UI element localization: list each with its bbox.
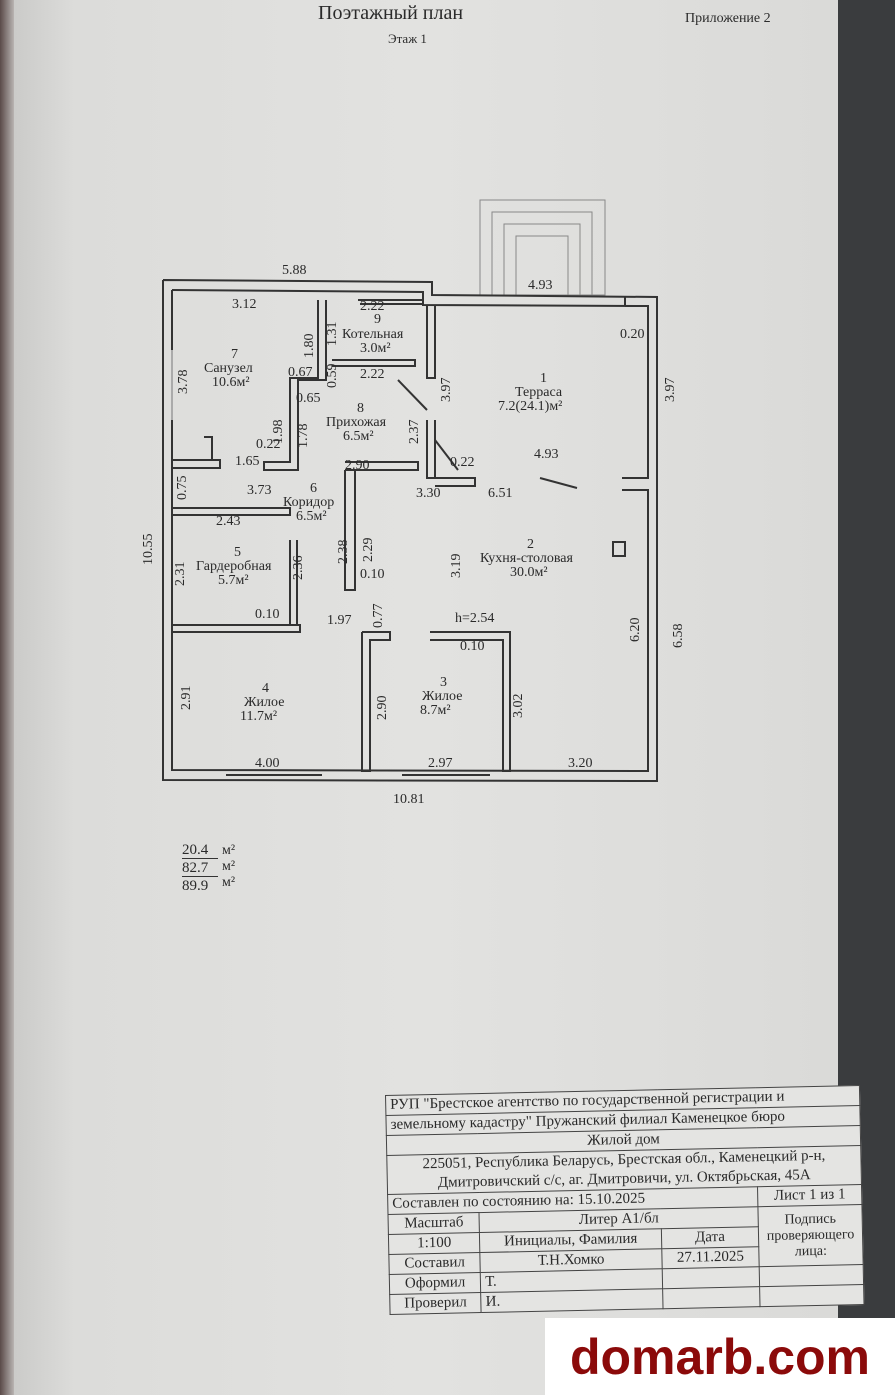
dimension: 0.59: [325, 363, 340, 389]
dimension: 3.12: [232, 297, 257, 312]
title-block: РУП "Брестское агентство по государствен…: [385, 1085, 865, 1315]
dimension: 0.65: [296, 391, 321, 406]
dimension: 2.38: [336, 539, 351, 565]
area-living: 20.4: [182, 843, 218, 859]
sheet-number: Лист 1 из 1: [757, 1184, 862, 1207]
area-summary: 20.4 82.7 89.9: [182, 843, 218, 896]
dimension: 0.20: [620, 327, 645, 342]
dimension: 0.22: [450, 455, 475, 470]
dimension: 3.20: [568, 756, 593, 771]
dimension: 3.19: [449, 553, 464, 579]
dimension: 0.10: [255, 607, 280, 622]
appendix-label: Приложение 2: [685, 11, 771, 26]
composed-label: Составил: [388, 1252, 481, 1275]
scale-label: Масштаб: [388, 1212, 480, 1235]
room-area: 10.6м²: [212, 375, 250, 390]
dimension: 0.67: [288, 365, 313, 380]
dimension: 2.31: [173, 561, 188, 587]
room-area: 3.0м²: [360, 341, 391, 356]
room-name: Санузел: [204, 361, 253, 376]
room-name: Гардеробная: [196, 559, 272, 574]
unit: м²: [222, 843, 236, 858]
dimension: 2.29: [361, 537, 376, 563]
room-number: 5: [234, 545, 241, 560]
drawn-label: Оформил: [389, 1272, 481, 1295]
dimension: 6.51: [488, 486, 513, 501]
dimension: 2.97: [428, 756, 453, 771]
room-number: 8: [357, 401, 364, 416]
dimension: 4.00: [255, 756, 280, 771]
room-area: 11.7м²: [240, 709, 278, 724]
watermark-logo: domarb.com: [545, 1318, 895, 1395]
ceiling-height: h=2.54: [455, 611, 495, 626]
room-name: Котельная: [342, 327, 404, 342]
dimension: 6.20: [628, 617, 643, 643]
dimension: 2.36: [291, 555, 306, 581]
dimension: 2.22: [360, 367, 385, 382]
dimension: 10.55: [141, 533, 156, 566]
room-number: 3: [440, 675, 447, 690]
dimension: 2.22: [360, 299, 385, 314]
dimension: 5.88: [282, 263, 307, 278]
dimension: 1.80: [302, 333, 317, 359]
dimension: 3.97: [663, 377, 678, 403]
unit: м²: [222, 859, 236, 874]
area-units: м² м² м²: [222, 843, 235, 891]
plan-title: Поэтажный план: [318, 2, 464, 24]
dimension: 2.90: [375, 695, 390, 721]
room-name: Жилое: [244, 695, 285, 710]
room-area: 5.7м²: [218, 573, 249, 588]
floor-label: Этаж 1: [388, 31, 427, 46]
room-number: 4: [262, 681, 269, 696]
dimension: 4.93: [534, 447, 559, 462]
page-edge: [0, 0, 14, 1395]
room-name: Жилое: [422, 689, 463, 704]
dimension: 0.75: [175, 475, 190, 501]
dimension: 1.65: [235, 454, 260, 469]
composed-date: 27.11.2025: [661, 1246, 760, 1269]
room-number: 9: [374, 312, 381, 327]
room-area: 7.2(24.1)м²: [498, 399, 563, 414]
dimension: 1.78: [296, 423, 311, 449]
room-number: 6: [310, 481, 317, 496]
checked-label: Проверил: [389, 1292, 482, 1315]
room-area: 6.5м²: [343, 429, 374, 444]
room-area: 8.7м²: [420, 703, 451, 718]
dimension: 3.97: [439, 377, 454, 403]
room-name: Прихожая: [326, 415, 387, 430]
room-area: 30.0м²: [510, 565, 548, 580]
dimension: 2.43: [216, 514, 241, 529]
dimension: 0.10: [360, 567, 385, 582]
scale-value: 1:100: [388, 1232, 481, 1255]
dimension: 0.77: [371, 603, 386, 629]
dimension: 0.22: [256, 437, 281, 452]
dimension: 2.91: [179, 685, 194, 711]
checked-name: И.: [480, 1288, 663, 1313]
dimension: 10.81: [393, 792, 425, 807]
date-header: Дата: [661, 1226, 759, 1249]
room-name: Терраса: [515, 385, 563, 400]
room-name: Кухня-столовая: [480, 551, 573, 566]
dimension: 4.93: [528, 278, 553, 293]
dimension: 3.30: [416, 486, 441, 501]
room-number: 1: [540, 371, 547, 386]
area-total: 82.7: [182, 861, 218, 877]
dimension: 3.02: [511, 693, 526, 719]
area-overall: 89.9: [182, 878, 209, 894]
signature-label: Подпись проверяющего лица:: [757, 1204, 864, 1267]
dimension: 1.31: [325, 321, 340, 347]
room-area: 6.5м²: [296, 509, 327, 524]
dimension: 1.97: [327, 613, 352, 628]
dimension: 3.78: [176, 369, 191, 395]
room-name: Коридор: [283, 495, 335, 510]
dimension: 6.58: [671, 623, 686, 649]
dimension: 2.90: [345, 458, 370, 473]
dimension: 0.10: [460, 639, 485, 654]
dimension: 2.37: [407, 419, 422, 445]
unit: м²: [222, 875, 236, 890]
dimension: 3.73: [247, 483, 272, 498]
room-number: 2: [527, 537, 534, 552]
room-number: 7: [231, 347, 238, 362]
